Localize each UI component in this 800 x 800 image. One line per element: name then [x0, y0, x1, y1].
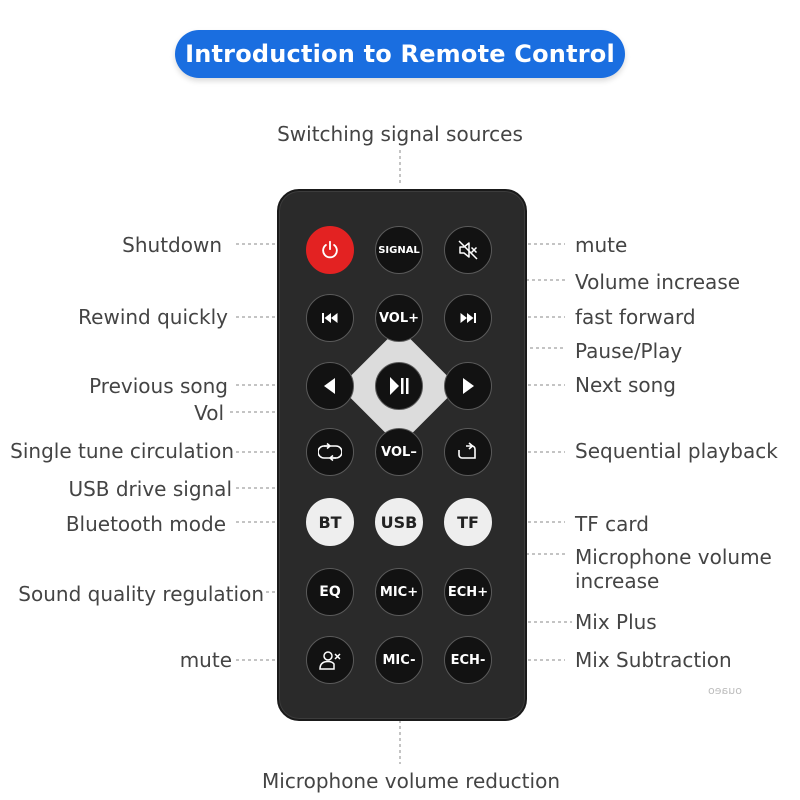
mic-mute-button[interactable]	[306, 636, 354, 684]
label-rewind-quickly: Rewind quickly	[78, 305, 228, 329]
label-pause-play: Pause/Play	[575, 339, 683, 363]
label-mix-subtraction: Mix Subtraction	[575, 648, 732, 672]
label-bluetooth-mode: Bluetooth mode	[65, 512, 226, 536]
label-sound-quality-regulation: Sound quality regulation	[18, 582, 264, 606]
fast-forward-button[interactable]	[444, 294, 492, 342]
repeat-one-icon	[318, 442, 342, 462]
ech-plus-button[interactable]: ECH+	[444, 568, 492, 616]
ech-minus-button[interactable]: ECH-	[444, 636, 492, 684]
sequential-playback-button[interactable]	[444, 428, 492, 476]
rewind-button[interactable]	[306, 294, 354, 342]
rewind-icon	[322, 313, 338, 323]
label-volume-increase: Volume increase	[575, 270, 741, 294]
label-vol: Vol	[194, 401, 224, 425]
left-arrow-icon	[324, 378, 335, 394]
sequential-icon	[458, 442, 476, 459]
vol-minus-button[interactable]: VOL–	[375, 428, 423, 476]
label-microphone-volume-increase-line2: increase	[575, 569, 660, 593]
power-icon	[322, 240, 338, 259]
label-next-song: Next song	[575, 373, 676, 397]
label-previous-song: Previous song	[89, 374, 228, 398]
mute-mic-user-icon	[319, 651, 341, 670]
next-song-button[interactable]	[444, 362, 492, 410]
label-mix-plus: Mix Plus	[575, 610, 657, 634]
label-shutdown: Shutdown	[122, 233, 222, 257]
vol-plus-button[interactable]: VOL+	[375, 294, 423, 342]
right-arrow-icon	[463, 378, 474, 394]
label-microphone-volume-reduction: Microphone volume reduction	[262, 769, 560, 793]
mic-plus-button[interactable]: MIC+	[375, 568, 423, 616]
mic-minus-button[interactable]: MIC-	[375, 636, 423, 684]
play-pause-button[interactable]	[375, 362, 423, 410]
mute-speaker-icon	[458, 240, 478, 260]
mute-button[interactable]	[444, 226, 492, 274]
tf-button[interactable]: TF	[444, 498, 492, 546]
previous-song-button[interactable]	[306, 362, 354, 410]
usb-button[interactable]: USB	[375, 498, 423, 546]
title-banner: Introduction to Remote Control	[175, 30, 625, 78]
play-pause-icon	[390, 377, 409, 395]
label-tf-card: TF card	[575, 512, 649, 536]
power-button[interactable]	[306, 226, 354, 274]
bt-button[interactable]: BT	[306, 498, 354, 546]
eq-button[interactable]: EQ	[306, 568, 354, 616]
repeat-one-button[interactable]	[306, 428, 354, 476]
signal-button[interactable]: SIGNAL	[375, 226, 423, 274]
watermark: ouaeo	[708, 684, 742, 697]
label-switching-signal-sources: Switching signal sources	[277, 122, 523, 146]
label-mute-top: mute	[575, 233, 628, 257]
label-usb-drive-signal: USB drive signal	[68, 477, 232, 501]
label-fast-forward: fast forward	[575, 305, 696, 329]
label-sequential-playback: Sequential playback	[575, 439, 778, 463]
fast-forward-icon	[460, 313, 476, 323]
label-single-tune-circulation: Single tune circulation	[10, 439, 234, 463]
page-title: Introduction to Remote Control	[185, 40, 615, 68]
label-microphone-volume-increase-line1: Microphone volume	[575, 545, 772, 569]
label-mute-bottom: mute	[179, 648, 232, 672]
